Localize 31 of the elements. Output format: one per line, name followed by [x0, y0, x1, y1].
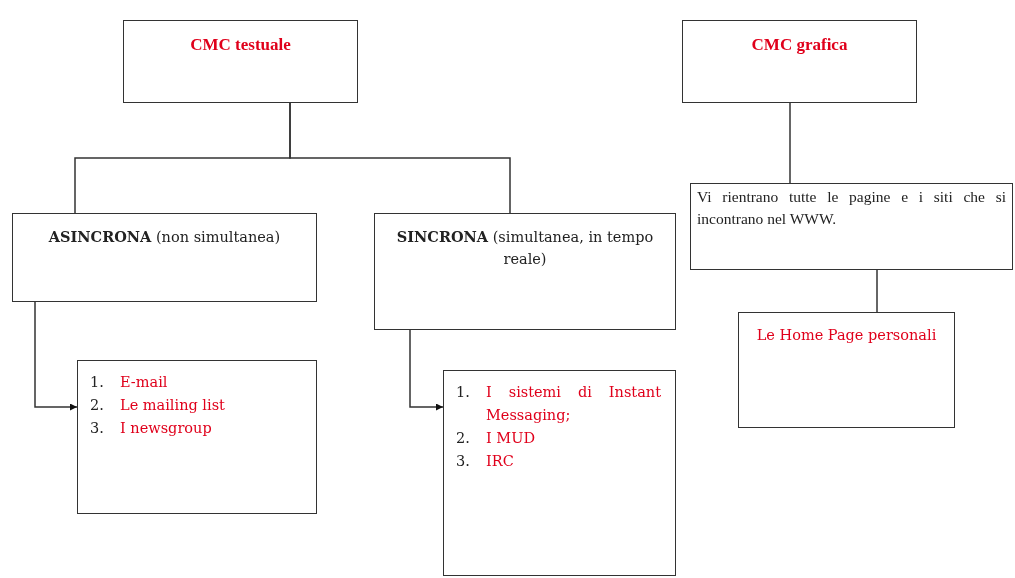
- box-text: ASINCRONA (non simultanea): [48, 227, 281, 247]
- arrow: [34, 301, 78, 411]
- list-item: E-mail: [120, 373, 169, 392]
- list-number: 1.: [456, 383, 471, 402]
- list-item: I MUD: [486, 428, 537, 448]
- connector-line: [876, 269, 878, 313]
- text-box: [123, 20, 358, 103]
- list-number: 1.: [90, 373, 105, 392]
- list-number: 2.: [456, 428, 471, 448]
- list-number: 2.: [90, 395, 105, 415]
- text-box: [77, 360, 317, 514]
- text-box: [738, 312, 955, 428]
- text-box: [374, 213, 676, 330]
- box-text: SINCRONA (simultanea, in tempo reale): [395, 227, 655, 270]
- text-box: [682, 20, 917, 103]
- box-title: CMC grafica: [751, 35, 848, 55]
- text-box: [12, 213, 317, 302]
- box-title: CMC testuale: [190, 35, 291, 55]
- list-item: IRC: [486, 451, 515, 471]
- list-number: 3.: [456, 451, 471, 471]
- list-item: I sistemi di Instant Messaging;: [486, 383, 661, 425]
- box-text: Le Home Page personali: [756, 326, 937, 345]
- arrow: [409, 329, 444, 411]
- list-item: I newsgroup: [120, 418, 213, 438]
- box-text: Vi rientrano tutte le pagine e i siti che si incontrano nel WWW.: [697, 187, 1006, 230]
- text-box: [690, 183, 1013, 270]
- connector-line: [289, 102, 511, 214]
- text-box: [443, 370, 676, 576]
- list-item: Le mailing list: [120, 395, 226, 415]
- connector-line: [789, 102, 791, 184]
- list-number: 3.: [90, 418, 105, 438]
